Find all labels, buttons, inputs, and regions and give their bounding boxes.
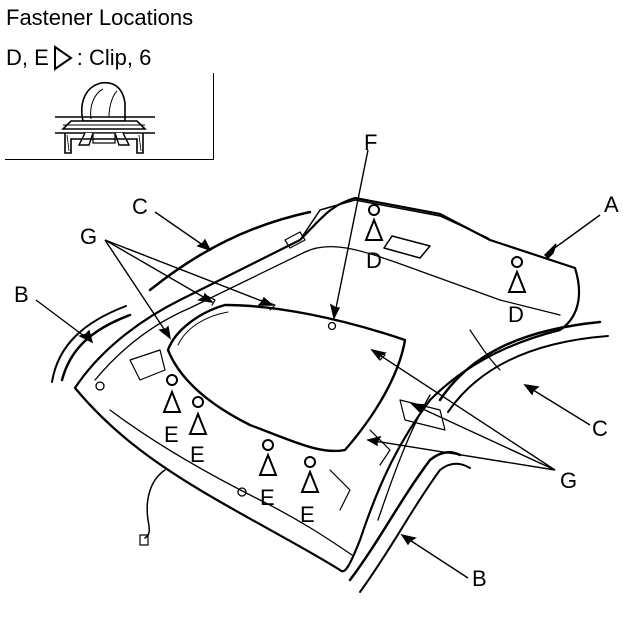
wire-harness <box>144 469 166 539</box>
clip-d-2 <box>511 256 523 268</box>
label-c-top: C <box>132 194 148 219</box>
sunroof-opening <box>166 303 407 453</box>
label-b-bottom: B <box>472 566 487 591</box>
label-e-1: E <box>164 422 179 447</box>
label-f: F <box>364 130 377 155</box>
clip-e-3 <box>262 439 274 451</box>
roof-frame-right-outer <box>447 335 609 413</box>
clip-detail-inset <box>5 73 214 160</box>
roof-frame-left-outer <box>51 305 127 383</box>
headliner-outline <box>73 196 580 573</box>
label-c-right: C <box>592 416 608 441</box>
legend-suffix: : Clip, 6 <box>76 45 152 70</box>
clip-d-1 <box>368 204 380 216</box>
legend-row: D, E : Clip, 6 <box>6 44 151 72</box>
label-a: A <box>604 192 619 217</box>
label-d-2: D <box>508 302 524 327</box>
clip-triangle-icon <box>53 45 73 71</box>
label-g-right: G <box>560 468 577 493</box>
clip-e-4 <box>304 456 316 468</box>
wire-connector <box>139 534 149 546</box>
label-g-left: G <box>80 224 97 249</box>
roof-frame-front <box>148 210 312 292</box>
roof-pillar-right-outer <box>359 462 471 593</box>
legend-prefix: D, E <box>6 45 49 70</box>
label-e-4: E <box>300 502 315 527</box>
label-e-3: E <box>260 485 275 510</box>
clip-detail-drawing <box>55 81 155 154</box>
clip-e-2 <box>192 396 204 408</box>
label-d-1: D <box>366 248 382 273</box>
roof-frame-left <box>60 313 132 382</box>
roof-pillar-right <box>348 451 462 582</box>
page-title: Fastener Locations <box>6 5 194 30</box>
roof-frame-right-inner <box>438 320 602 402</box>
fastener-f-point <box>327 321 337 331</box>
label-e-2: E <box>190 442 205 467</box>
clip-e-1 <box>166 374 178 386</box>
map-light-opening <box>383 235 431 259</box>
label-b-left: B <box>14 282 29 307</box>
